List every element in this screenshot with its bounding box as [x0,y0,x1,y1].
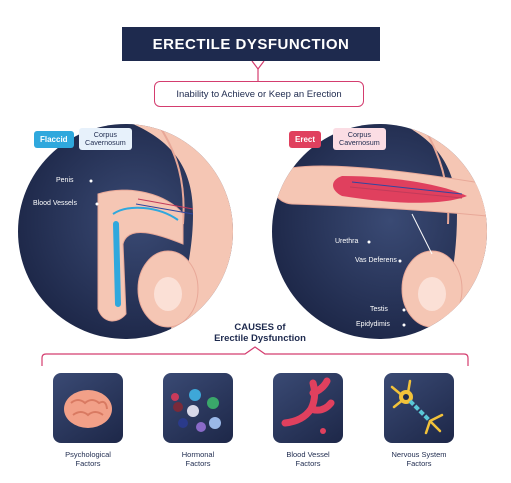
cause-nervous-system-label: Nervous System Factors [374,450,464,468]
cause-psychological-line2: Factors [75,459,101,468]
page-title: ERECTILE DYSFUNCTION [122,27,380,61]
erect-testis-label: Testis [370,306,388,313]
hormones-icon [171,389,221,432]
cause-nervous-system-line2: Factors [406,459,432,468]
cause-nervous-system-card [384,373,454,443]
causes-bracket [41,346,469,366]
erect-tag-text: Erect [295,135,316,144]
neuron-icon [390,379,444,435]
causes-title: CAUSES of Erectile Dysfunction [190,322,330,344]
flaccid-penis-label: Penis [56,177,74,184]
causes-title-line1: CAUSES of [234,322,286,333]
connector-line [251,61,265,81]
page-title-text: ERECTILE DYSFUNCTION [152,35,350,53]
subtitle-box: Inability to Achieve or Keep an Erection [154,81,364,107]
cause-blood-vessel-card [273,373,343,443]
erect-illustration [272,124,487,339]
erect-vas-deferens-label: Vas Deferens [355,257,397,264]
cause-nervous-system-line1: Nervous System [391,450,447,459]
blood-vessel-icon [281,377,335,434]
cause-blood-vessel-label: Blood Vessel Factors [263,450,353,468]
flaccid-tag-text: Flaccid [40,135,68,144]
cause-hormonal-line1: Hormonal [181,450,215,459]
flaccid-blood-vessels-label: Blood Vessels [33,200,77,207]
erect-corpus-label: Corpus Cavernosum [333,128,386,150]
cause-hormonal-line2: Factors [185,459,211,468]
cause-blood-vessel-line2: Factors [295,459,321,468]
cause-psychological-label: Psychological Factors [43,450,133,468]
flaccid-tag: Flaccid [34,131,74,148]
subtitle-text: Inability to Achieve or Keep an Erection [176,88,342,100]
cause-hormonal-card [163,373,233,443]
flaccid-corpus-label: Corpus Cavernosum [79,128,132,150]
cause-psychological-card [53,373,123,443]
brain-icon [64,390,112,428]
erect-urethra-label: Urethra [335,238,359,245]
cause-psychological-line1: Psychological [65,450,111,459]
causes-title-line2: Erectile Dysfunction [214,333,306,344]
erect-anatomy-drawing [272,124,487,339]
cause-blood-vessel-line1: Blood Vessel [286,450,330,459]
cause-hormonal-label: Hormonal Factors [153,450,243,468]
flaccid-anatomy-drawing [89,124,233,339]
flaccid-illustration [18,124,233,339]
erect-epididymis-label: Epidydimis [356,321,390,328]
erect-tag: Erect [289,131,322,148]
